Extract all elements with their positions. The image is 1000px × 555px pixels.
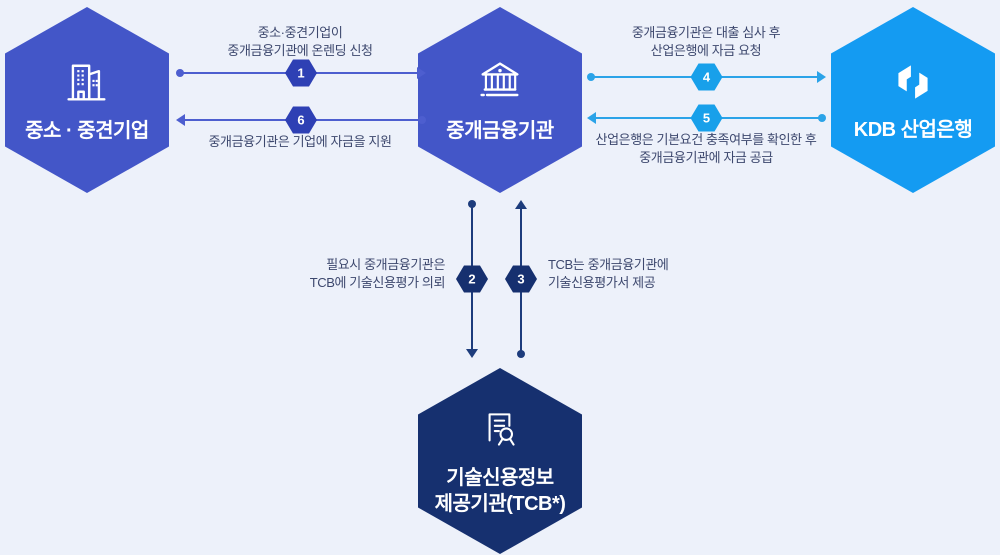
flow3-origin-dot <box>517 350 525 358</box>
flow3-step-badge: 3 <box>505 265 537 293</box>
flow3-arrow: 3 <box>505 200 537 358</box>
node-sme: 중소 · 중견기업 <box>5 7 169 193</box>
flow4-arrow: 4 <box>587 63 826 91</box>
flow6-label: 중개금융기관은 기업에 자금을 지원 <box>208 134 392 149</box>
flow1-label: 중소·중견기업이 중개금융기관에 온렌딩 신청 <box>227 25 373 58</box>
node-tcb-label-line2: 제공기관(TCB*) <box>434 493 566 515</box>
bank-icon <box>474 56 526 108</box>
node-kdb-label: KDB 산업은행 <box>853 119 973 141</box>
building-icon <box>61 56 113 108</box>
flow4-origin-dot <box>587 73 595 81</box>
flow2-arrow: 2 <box>456 200 488 358</box>
flow5-arrow: 5 <box>587 104 826 132</box>
flow6-arrow: 6 <box>176 106 426 134</box>
flow3-label: TCB는 중개금융기관에 기술신용평가서 제공 <box>548 257 669 290</box>
flow1-origin-dot <box>176 69 184 77</box>
node-intermediary-label: 중개금융기관 <box>446 120 554 142</box>
flow5-step-badge: 5 <box>690 104 723 132</box>
flow4-label: 중개금융기관은 대출 심사 후 산업은행에 자금 요청 <box>631 25 781 58</box>
flow4-arrowhead <box>817 71 826 83</box>
flow1-arrow: 1 <box>176 59 426 87</box>
flow6-arrowhead <box>176 114 185 126</box>
flow2-step-badge: 2 <box>456 265 488 293</box>
flow6-origin-dot <box>418 116 426 124</box>
flow2-label: 필요시 중개금융기관은 TCB에 기술신용평가 의뢰 <box>309 257 446 290</box>
kdb-logo-icon <box>887 57 939 107</box>
flow5-arrowhead <box>587 112 596 124</box>
node-tcb-label-line1: 기술신용정보 <box>446 467 554 489</box>
node-sme-label: 중소 · 중견기업 <box>25 120 149 142</box>
flow2-origin-dot <box>468 200 476 208</box>
flow6-step-badge: 6 <box>285 106 317 134</box>
flow3-arrowhead <box>515 200 527 209</box>
flow4-step-badge: 4 <box>690 63 723 91</box>
flow5-label: 산업은행은 기본요건 충족여부를 확인한 후 중개금융기관에 자금 공급 <box>595 132 817 165</box>
node-kdb: KDB 산업은행 <box>831 7 995 193</box>
flow2-arrowhead <box>466 349 478 358</box>
flow5-origin-dot <box>818 114 826 122</box>
flow1-step-badge: 1 <box>285 59 317 87</box>
node-intermediary: 중개금융기관 <box>418 7 582 193</box>
flow1-arrowhead <box>417 67 426 79</box>
document-seal-icon <box>475 405 525 455</box>
node-tcb: 기술신용정보 제공기관(TCB*) <box>418 368 582 554</box>
